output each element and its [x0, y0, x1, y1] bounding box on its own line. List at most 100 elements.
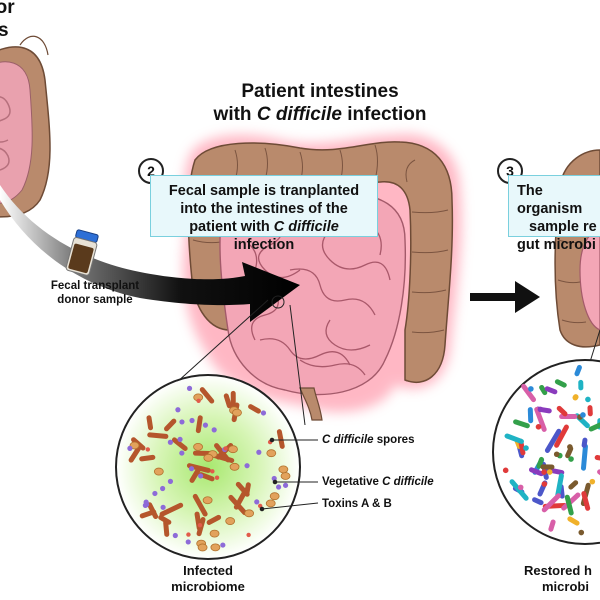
c-difficile-rod [195, 415, 203, 434]
donor-intestines [0, 35, 51, 218]
bacterium-coccus [546, 469, 553, 475]
bacterium-rod [555, 473, 564, 498]
c-difficile-rod [139, 509, 157, 519]
bacterium-rod [541, 493, 561, 513]
bacterium-dot [196, 398, 201, 403]
toxin-dot [202, 422, 209, 428]
bacterium-rod [534, 406, 547, 432]
c-difficile-rod [164, 418, 177, 432]
toxin-dot [244, 463, 250, 469]
c-difficile-rod [189, 467, 201, 483]
c-difficile-spore [193, 442, 203, 451]
label-leaders [259, 437, 319, 512]
bacterium-rod [544, 386, 558, 395]
bacterium-rod [528, 467, 544, 477]
bacterium-rod [532, 497, 544, 506]
c-difficile-spore [280, 472, 291, 480]
bacterium-coccus [553, 451, 560, 458]
bacterium-dot [145, 447, 151, 452]
c-difficile-rod [276, 429, 285, 449]
bacterium-rod [581, 437, 588, 448]
bacterium-rod [580, 443, 588, 471]
c-difficile-rod [223, 393, 232, 409]
bacterium-rod [513, 419, 530, 429]
bacterium-coccus [502, 467, 509, 474]
toxin-dot [127, 445, 133, 451]
c-difficile-rod [159, 502, 184, 517]
c-difficile-rod [158, 514, 172, 525]
toxins-label: Toxins A & B [322, 498, 392, 510]
toxin-dot [160, 485, 166, 492]
bacterium-rod [568, 480, 579, 490]
bacterium-rod [521, 383, 537, 403]
c-difficile-rod [171, 437, 188, 451]
toxin-dot [188, 466, 195, 472]
bacterium-rod [556, 405, 568, 417]
bacterium-rod [559, 414, 578, 420]
bacterium-rod [578, 379, 584, 391]
toxin-dot [276, 484, 282, 490]
bacterium-coccus [567, 444, 573, 450]
donor-sample-label: Fecal transplant donor sample [50, 280, 140, 306]
infected-microbiome-circle [115, 374, 301, 560]
toxin-dot [160, 504, 166, 510]
c-difficile-spore [203, 453, 214, 462]
bacterium-coccus [580, 412, 586, 418]
toxin-dot [143, 499, 149, 505]
sample-jar-icon [65, 229, 99, 276]
c-difficile-rod [199, 387, 215, 404]
bacterium-dot [214, 475, 220, 480]
bacterium-coccus [578, 529, 585, 536]
bacterium-coccus [528, 386, 534, 392]
restored-caption: Restored h microbi [524, 563, 592, 594]
c-difficile-spore [202, 496, 213, 505]
bacterium-rod [554, 379, 567, 388]
c-difficile-spore [265, 499, 276, 508]
c-difficile-spore [228, 445, 238, 454]
bacterium-dot [197, 523, 203, 528]
bacterium-coccus [537, 406, 544, 413]
bacterium-dot [246, 532, 251, 538]
toxin-dot [167, 478, 174, 484]
step2-callout: Fecal sample is tranplanted into the int… [150, 175, 378, 253]
bacterium-rod [540, 464, 555, 470]
c-difficile-rod [139, 454, 156, 462]
c-difficile-rod [146, 415, 154, 431]
bacterium-rod [504, 433, 524, 444]
c-difficile-spore [225, 517, 236, 525]
toxin-dot [179, 419, 185, 425]
restored-microbiome-circle [492, 359, 600, 545]
c-difficile-rod [248, 404, 261, 414]
c-difficile-spore [197, 543, 208, 552]
toxin-dot [254, 499, 260, 505]
bacterium-coccus [585, 396, 591, 403]
next-step-arrow [470, 281, 540, 313]
bacterium-rod [574, 364, 582, 377]
bacterium-coccus [535, 424, 542, 430]
toxin-dot [211, 427, 217, 433]
toxin-dot [175, 407, 181, 413]
bacterium-dot [223, 446, 228, 451]
vegetative-label: Vegetative C difficile [322, 476, 434, 488]
spores-label: C difficile spores [322, 434, 415, 446]
toxin-dot [167, 439, 173, 445]
toxin-dot [172, 532, 178, 539]
bacterium-rod [554, 424, 569, 448]
c-difficile-rod [206, 514, 222, 525]
c-difficile-rod [147, 432, 169, 439]
toxin-dot [189, 417, 195, 424]
bacterium-rod [564, 494, 574, 516]
c-difficile-spore [278, 465, 289, 474]
bacterium-rod [536, 456, 544, 469]
bacterium-rod [581, 491, 591, 511]
bacterium-rod [544, 428, 562, 453]
bacterium-coccus [572, 394, 579, 401]
bacterium-rod [548, 519, 556, 532]
bacterium-coccus [523, 445, 529, 451]
toxin-dot [282, 482, 289, 488]
bacterium-coccus [568, 456, 574, 462]
patient-intestines [183, 134, 462, 421]
toxin-dot [220, 542, 226, 548]
